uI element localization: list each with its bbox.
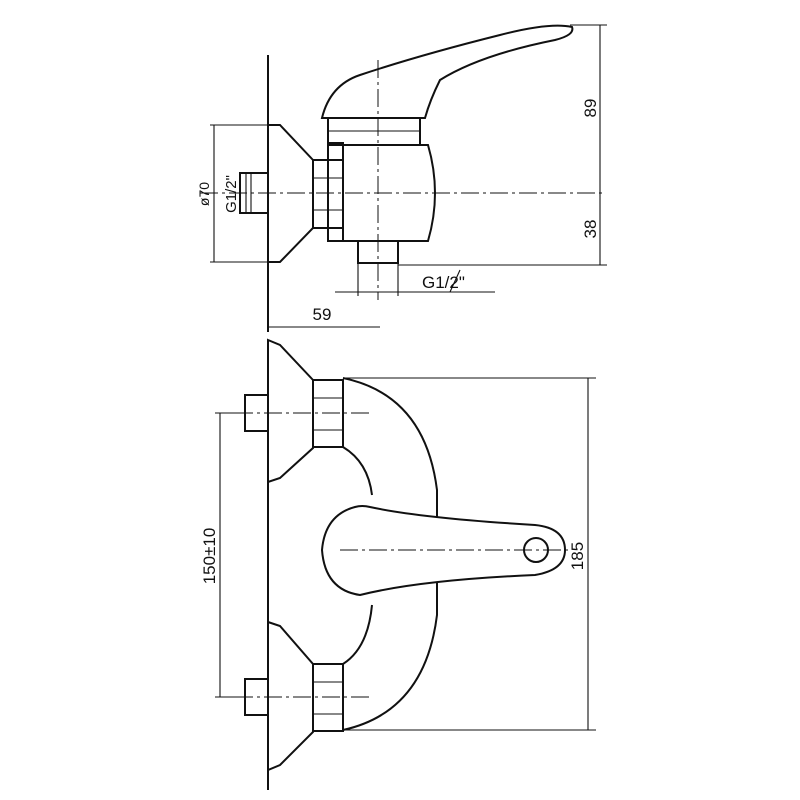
dim-185: 185: [568, 542, 587, 570]
body-neck: [327, 142, 344, 242]
dim-flange-diameter: ø70: [196, 182, 212, 206]
side-view: 89 38 ø70 G1/2" G1/2" 59: [196, 24, 607, 332]
lower-flange: [267, 620, 314, 772]
front-view: 185 150±10: [200, 338, 596, 790]
lever-handle: [320, 24, 574, 119]
dim-38: 38: [581, 220, 600, 239]
dim-outlet-thread: G1/2": [422, 273, 465, 292]
lower-nut: [312, 663, 344, 732]
valve-body: [342, 144, 436, 242]
dim-59: 59: [313, 305, 332, 324]
dim-inlet-thread: G1/2": [223, 175, 240, 213]
dim-89: 89: [581, 99, 600, 118]
dim-150: 150±10: [200, 528, 219, 585]
body-inner-outline: [342, 446, 373, 665]
upper-nut: [312, 379, 344, 448]
upper-flange: [267, 338, 314, 484]
body-outer-outline: [342, 377, 438, 731]
